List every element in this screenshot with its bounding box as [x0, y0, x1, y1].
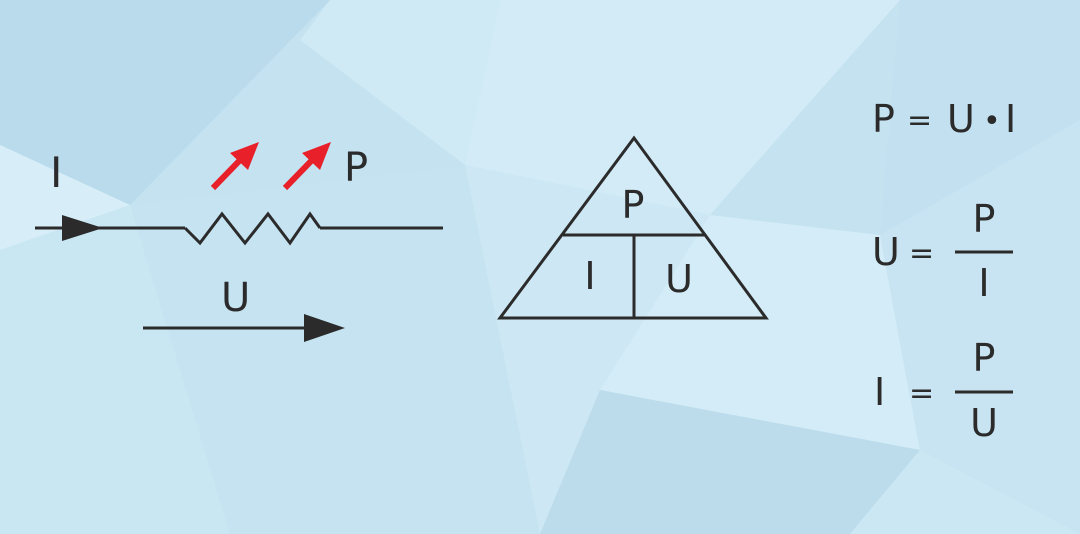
triangle-top-label: P	[622, 183, 645, 227]
heat-arrow-icon	[210, 142, 259, 191]
pui-triangle	[497, 135, 769, 320]
formula-power-eq: =	[907, 103, 932, 138]
voltage-label: U	[221, 275, 250, 321]
resistor-symbol	[183, 211, 322, 246]
power-label: P	[344, 145, 368, 191]
formula-current-lhs: I	[874, 370, 885, 414]
heat-arrow-icon	[282, 142, 331, 191]
formula-current-eq: =	[909, 376, 934, 411]
formula-voltage-eq: =	[909, 236, 934, 271]
formula-current-numerator: P	[973, 336, 996, 380]
formula-power-lhs: P	[872, 97, 895, 141]
current-label: I	[50, 148, 62, 197]
formula-power-operator: •	[983, 104, 1001, 139]
heat-arrows	[210, 142, 331, 191]
triangle-bottom-left-label: I	[584, 254, 595, 298]
formula-power: P = U • I	[872, 97, 1016, 141]
formula-power-rhs-left: U	[947, 97, 975, 141]
formula-current-denominator: U	[970, 401, 998, 445]
formula-voltage-numerator: P	[973, 197, 996, 241]
formula-current: I = P U	[874, 336, 1013, 445]
circuit	[35, 211, 443, 330]
formula-power-rhs-right: I	[1005, 97, 1016, 141]
formula-voltage-lhs: U	[872, 230, 900, 274]
formula-voltage-denominator: I	[978, 261, 989, 305]
formula-voltage: U = P I	[872, 197, 1013, 305]
triangle-bottom-right-label: U	[665, 257, 693, 301]
voltage-arrowhead-icon	[304, 314, 345, 342]
current-arrowhead-icon	[62, 215, 103, 241]
